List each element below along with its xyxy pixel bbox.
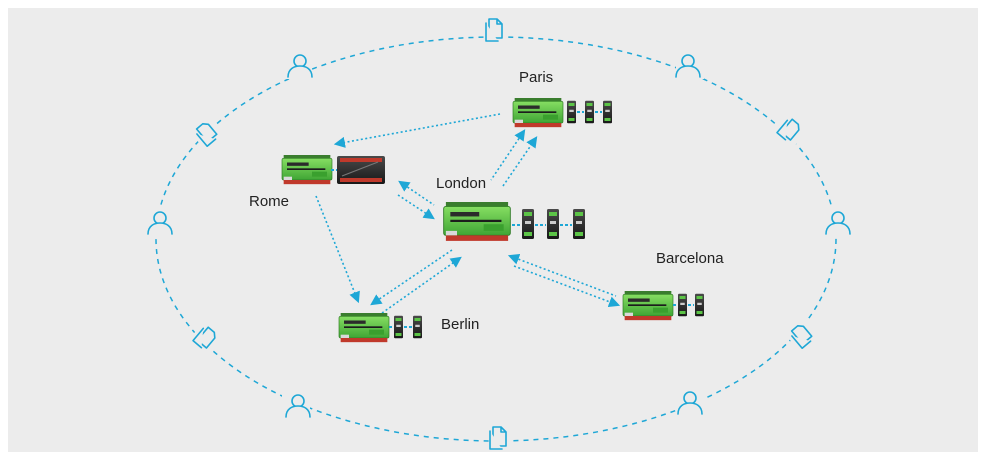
user-icon [284,51,313,79]
connections [315,113,621,314]
document-icon [485,16,507,43]
user-icon [824,208,852,236]
documents-icon [188,319,226,357]
node-rome: Rome [249,154,385,210]
documents-icon [783,315,821,353]
link-paris-london [490,129,526,181]
link-berlin-london [370,249,453,306]
link-rome-berlin [315,195,360,304]
documents-icon [188,113,226,151]
node-label-barcelona: Barcelona [656,250,724,267]
node-barcelona: Barcelona [622,250,724,321]
ring-icons [146,16,852,451]
node-label-paris: Paris [519,69,553,86]
node-berlin: Berlin [338,312,479,343]
user-icon [146,208,174,236]
node-paris: Paris [512,69,612,128]
link-london-barcelona [507,253,617,297]
link-paris-rome [333,113,501,148]
documents-icon [772,111,810,149]
user-icon [677,388,706,416]
user-icon [282,391,311,419]
link-london-paris [502,136,538,187]
node-label-rome: Rome [249,193,289,210]
node-label-berlin: Berlin [441,316,479,333]
link-rome-london [398,180,435,206]
node-label-london: London [436,175,486,192]
user-icon [675,51,704,79]
document-icon [489,424,511,451]
link-london-rome [397,194,435,220]
node-london: London [436,175,585,242]
link-barcelona-london [513,265,621,308]
link-london-berlin [381,256,462,314]
